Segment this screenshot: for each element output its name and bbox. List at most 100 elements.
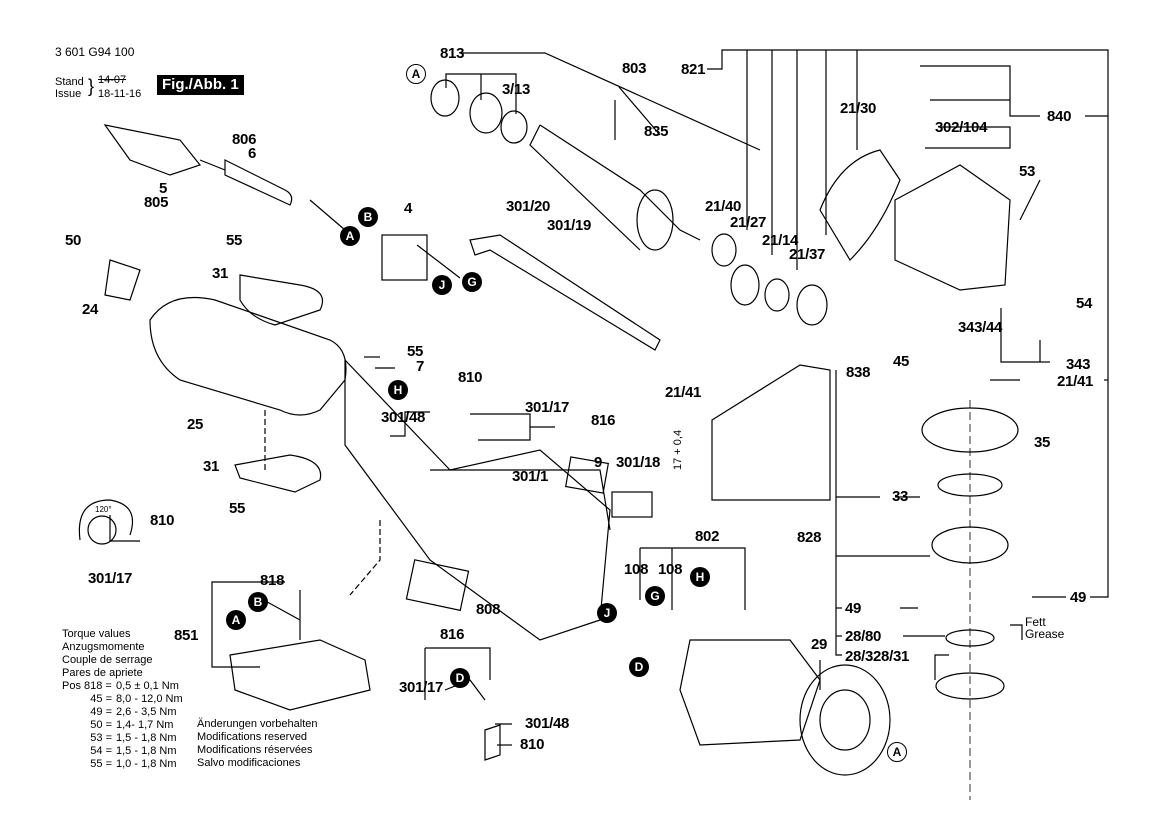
torque-title-de: Anzugsmomente — [62, 641, 145, 653]
part-label-55[interactable]: 55 — [226, 232, 243, 249]
torque-pos: Pos 818 = — [62, 680, 112, 692]
part-label-838[interactable]: 838 — [846, 364, 871, 381]
part-label-9[interactable]: 9 — [594, 454, 603, 471]
part-label-45[interactable]: 45 — [893, 353, 910, 370]
part-label-28-328-31[interactable]: 28/328/31 — [845, 648, 910, 665]
part-label-50[interactable]: 50 — [65, 232, 82, 249]
part-label-33[interactable]: 33 — [892, 488, 909, 505]
disclaimer-es: Salvo modificaciones — [197, 757, 301, 769]
connector-g-switch: G — [462, 272, 482, 292]
part-label-21-40[interactable]: 21/40 — [705, 198, 742, 215]
part-label-31-lower[interactable]: 31 — [203, 458, 220, 475]
grease-note-de: Fett — [1025, 615, 1046, 629]
part-label-55-lower[interactable]: 55 — [229, 500, 246, 517]
brace-symbol: } — [88, 76, 95, 96]
part-label-21-41-right[interactable]: 21/41 — [1057, 373, 1094, 390]
part-label-28-80[interactable]: 28/80 — [845, 628, 882, 645]
part-label-802[interactable]: 802 — [695, 528, 720, 545]
part-label-21-27[interactable]: 21/27 — [730, 214, 767, 231]
part-label-35[interactable]: 35 — [1034, 434, 1051, 451]
part-label-302-104[interactable]: 302/104 — [935, 119, 988, 136]
torque-pos: 49 = — [90, 706, 112, 718]
connector-a-outline-bottom: A — [887, 742, 907, 762]
part-label-24[interactable]: 24 — [82, 301, 99, 318]
part-number: 3 601 G94 100 — [55, 45, 135, 59]
connector-a-plug: A — [340, 226, 360, 246]
bracket-838-828 — [835, 370, 842, 656]
part-label-805[interactable]: 805 — [144, 194, 169, 211]
part-label-3-13[interactable]: 3/13 — [502, 81, 530, 98]
bracket-821-840 — [707, 49, 1109, 598]
part-label-810-mid[interactable]: 810 — [458, 369, 483, 386]
part-label-835[interactable]: 835 — [644, 123, 669, 140]
angle-annotation: 120° — [95, 505, 112, 514]
torque-title-fr: Couple de serrage — [62, 654, 153, 666]
part-label-21-41-section[interactable]: 21/41 — [665, 384, 702, 401]
part-label-21-14[interactable]: 21/14 — [762, 232, 799, 249]
part-label-31[interactable]: 31 — [212, 265, 229, 282]
part-label-301-1[interactable]: 301/1 — [512, 468, 549, 485]
part-label-851[interactable]: 851 — [174, 627, 199, 644]
part-label-810-lower[interactable]: 810 — [520, 736, 545, 753]
torque-pos: 55 = — [90, 758, 112, 770]
torque-pos: 50 = — [90, 719, 112, 731]
part-label-808[interactable]: 808 — [476, 601, 501, 618]
part-label-21-37[interactable]: 21/37 — [789, 246, 826, 263]
part-label-816-mid[interactable]: 816 — [591, 412, 616, 429]
modifications-disclaimer: Änderungen vorbehalten Modifications res… — [197, 718, 317, 770]
torque-value: 1,5 - 1,8 Nm — [116, 745, 177, 757]
part-label-4[interactable]: 4 — [404, 200, 413, 217]
torque-value: 1,0 - 1,8 Nm — [116, 758, 177, 770]
part-label-816-lower[interactable]: 816 — [440, 626, 465, 643]
part-label-818[interactable]: 818 — [260, 572, 285, 589]
part-label-7[interactable]: 7 — [416, 358, 425, 375]
part-label-49-right[interactable]: 49 — [1070, 589, 1087, 606]
part-label-108-a[interactable]: 108 — [624, 561, 649, 578]
part-label-301-17-mid[interactable]: 301/17 — [525, 399, 570, 416]
part-label-301-18[interactable]: 301/18 — [616, 454, 661, 471]
stand-label: Stand — [55, 76, 84, 88]
disclaimer-de: Änderungen vorbehalten — [197, 718, 318, 730]
part-label-828[interactable]: 828 — [797, 529, 822, 546]
part-label-813[interactable]: 813 — [440, 45, 465, 62]
torque-row: Pos 818 = 0,5 ± 0,1 Nm — [62, 680, 183, 693]
part-label-55-mid[interactable]: 55 — [407, 343, 424, 360]
part-label-840[interactable]: 840 — [1047, 108, 1072, 125]
connector-h-brush: H — [388, 380, 408, 400]
part-label-806[interactable]: 806 — [232, 131, 257, 148]
torque-pos: 54 = — [90, 745, 112, 757]
connector-b-holder: B — [248, 592, 268, 612]
part-label-29[interactable]: 29 — [811, 636, 828, 653]
part-label-301-48-lower[interactable]: 301/48 — [525, 715, 570, 732]
part-label-803[interactable]: 803 — [622, 60, 647, 77]
part-label-821[interactable]: 821 — [681, 61, 706, 78]
torque-row: 50 =1,4- 1,7 Nm — [62, 719, 183, 732]
torque-row: 53 =1,5 - 1,8 Nm — [62, 732, 183, 745]
part-label-810-left[interactable]: 810 — [150, 512, 175, 529]
part-label-301-17-lower[interactable]: 301/17 — [399, 679, 444, 696]
figure-label: Fig./Abb. 1 — [157, 75, 244, 95]
grease-note-en: Grease — [1025, 627, 1065, 641]
part-label-49-left[interactable]: 49 — [845, 600, 862, 617]
part-label-108-b[interactable]: 108 — [658, 561, 683, 578]
part-label-343[interactable]: 343 — [1066, 356, 1091, 373]
part-label-5[interactable]: 5 — [159, 180, 168, 197]
part-label-6[interactable]: 6 — [248, 145, 257, 162]
part-label-53[interactable]: 53 — [1019, 163, 1036, 180]
part-label-301-20[interactable]: 301/20 — [506, 198, 551, 215]
connector-a-holder: A — [226, 610, 246, 630]
part-label-301-48-mid[interactable]: 301/48 — [381, 409, 426, 426]
part-label-21-30[interactable]: 21/30 — [840, 100, 877, 117]
part-label-343-44[interactable]: 343/44 — [958, 319, 1003, 336]
part-label-54[interactable]: 54 — [1076, 295, 1093, 312]
torque-value: 0,5 ± 0,1 Nm — [116, 680, 179, 692]
part-label-25[interactable]: 25 — [187, 416, 204, 433]
part-label-301-19[interactable]: 301/19 — [547, 217, 592, 234]
disclaimer-en: Modifications reserved — [197, 731, 308, 743]
torque-row: 54 = 1,5 - 1,8 Nm — [62, 745, 183, 758]
part-label-301-17-left[interactable]: 301/17 — [88, 570, 133, 587]
disclaimer-fr: Modifications réservées — [197, 744, 313, 756]
connector-d-stator: D — [629, 657, 649, 677]
torque-values-table: Torque values Anzugsmomente Couple de se… — [62, 628, 183, 771]
